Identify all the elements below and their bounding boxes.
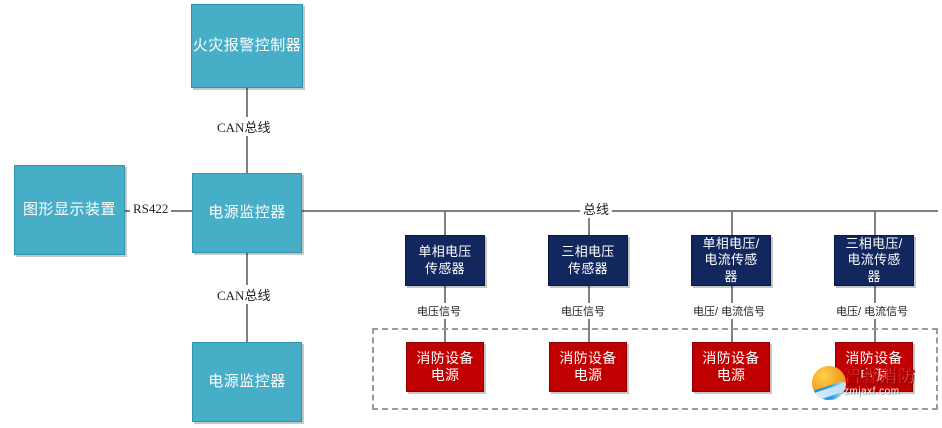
node-sensor-single-phase-voltage[interactable]: 单相电压 传感器 xyxy=(405,235,485,286)
connector-bus-drop-4 xyxy=(874,210,876,236)
node-power-supply-3[interactable]: 消防设备 电源 xyxy=(692,342,770,392)
label-bus: 总线 xyxy=(580,199,613,218)
label-signal-4: 电压/ 电流信号 xyxy=(833,303,912,319)
label-signal-3: 电压/ 电流信号 xyxy=(690,303,769,319)
power-supply-group-boundary xyxy=(372,328,938,410)
node-power-monitor-secondary[interactable]: 电源监控器 xyxy=(192,342,302,422)
label-can-bus-bottom: CAN总线 xyxy=(214,285,274,304)
connector-bus-horizontal xyxy=(301,210,938,212)
connector-bus-drop-2 xyxy=(588,210,590,236)
node-graphic-display-device[interactable]: 图形显示装置 xyxy=(14,165,125,255)
node-sensor-three-phase-voltage-current[interactable]: 三相电压/ 电流传感 器 xyxy=(834,235,914,286)
connector-bus-drop-1 xyxy=(444,210,446,236)
label-can-bus-top: CAN总线 xyxy=(214,117,274,136)
node-sensor-single-phase-voltage-current[interactable]: 单相电压/ 电流传感 器 xyxy=(691,235,771,286)
node-power-supply-1[interactable]: 消防设备 电源 xyxy=(406,342,484,392)
connector-bus-drop-3 xyxy=(731,210,733,236)
node-fire-alarm-controller[interactable]: 火灾报警控制器 xyxy=(191,4,303,88)
node-sensor-three-phase-voltage[interactable]: 三相电压 传感器 xyxy=(548,235,628,286)
label-signal-2: 电压信号 xyxy=(558,303,608,319)
node-power-supply-4[interactable]: 消防设备 电源 xyxy=(835,342,913,392)
label-rs422: RS422 xyxy=(130,201,172,217)
node-power-supply-2[interactable]: 消防设备 电源 xyxy=(549,342,627,392)
label-signal-1: 电压信号 xyxy=(414,303,464,319)
node-power-monitor-main[interactable]: 电源监控器 xyxy=(192,173,302,253)
